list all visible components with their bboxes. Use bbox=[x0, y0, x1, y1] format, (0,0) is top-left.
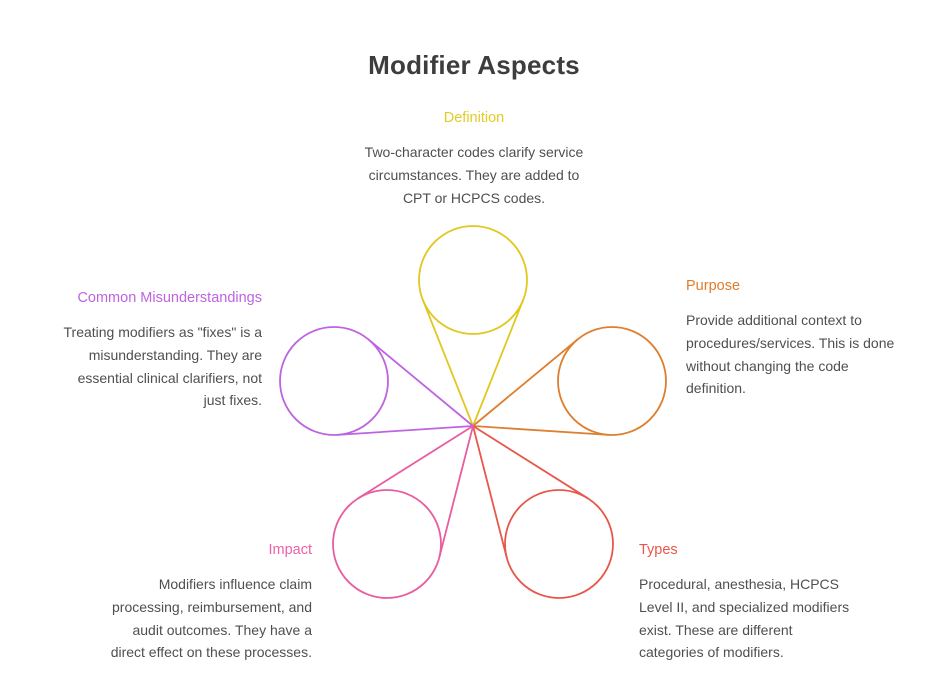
petal-definition bbox=[418, 225, 528, 427]
petal-circle-misunderstandings bbox=[279, 326, 389, 436]
petal-circle-impact bbox=[332, 489, 442, 599]
aspect-heading-purpose: Purpose bbox=[686, 278, 741, 294]
petal-tangent-definition bbox=[421, 299, 474, 427]
petal-circle-definition bbox=[418, 225, 528, 335]
aspect-block-definition: Definition Two-character codes clarify s… bbox=[358, 110, 590, 209]
petal-tangent-types bbox=[472, 425, 589, 500]
page-title: Modifier Aspects bbox=[368, 50, 580, 80]
petal-tangent-definition bbox=[472, 299, 525, 427]
aspect-heading-impact: Impact bbox=[268, 542, 312, 558]
aspect-block-purpose: Purpose Provide additional context to pr… bbox=[686, 278, 896, 400]
petal-types bbox=[472, 425, 614, 599]
petal-tangent-impact bbox=[438, 425, 474, 559]
aspect-heading-definition: Definition bbox=[443, 110, 505, 126]
petal-tangent-impact bbox=[357, 425, 474, 500]
aspect-body-misunderstandings: Treating modifiers as "fixes" is a misun… bbox=[63, 324, 263, 409]
petal-tangent-misunderstandings bbox=[367, 338, 474, 427]
petal-impact bbox=[332, 425, 474, 599]
petal-circle-types bbox=[504, 489, 614, 599]
aspect-block-misunderstandings: Common Misunderstandings Treating modifi… bbox=[54, 290, 263, 412]
aspect-body-definition: Two-character codes clarify service circ… bbox=[364, 144, 584, 206]
petal-tangent-purpose bbox=[472, 338, 579, 427]
petal-tangent-purpose bbox=[472, 425, 610, 436]
petal-tangent-misunderstandings bbox=[336, 425, 474, 436]
aspect-body-impact: Modifiers influence claim processing, re… bbox=[110, 576, 312, 661]
aspect-block-impact: Impact Modifiers influence claim process… bbox=[110, 542, 312, 664]
aspect-heading-types: Types bbox=[639, 542, 678, 558]
aspect-heading-misunderstandings: Common Misunderstandings bbox=[77, 290, 262, 306]
petal-misunderstandings bbox=[279, 326, 474, 436]
aspect-body-purpose: Provide additional context to procedures… bbox=[686, 312, 895, 397]
aspect-body-types: Procedural, anesthesia, HCPCS Level II, … bbox=[639, 576, 850, 661]
petal-group bbox=[279, 225, 667, 599]
aspect-block-types: Types Procedural, anesthesia, HCPCS Leve… bbox=[639, 542, 859, 664]
petal-purpose bbox=[472, 326, 667, 436]
petal-tangent-types bbox=[472, 425, 508, 559]
petal-circle-purpose bbox=[557, 326, 667, 436]
